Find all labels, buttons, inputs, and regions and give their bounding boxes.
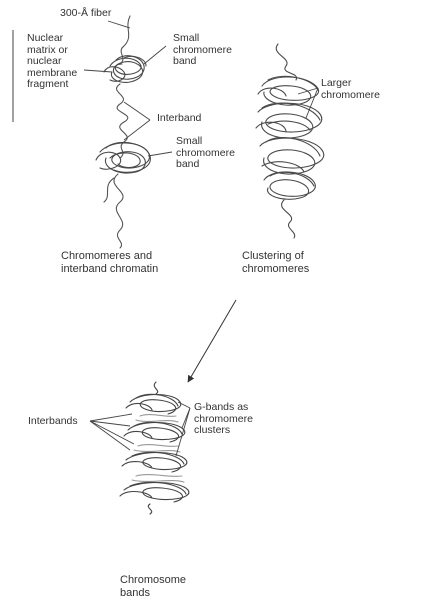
g-band-3 (122, 452, 187, 472)
upper-fiber (276, 44, 296, 80)
interband-1 (136, 415, 178, 422)
caption-chromomeres-interband: Chromomeres and interband chromatin (61, 250, 158, 275)
lower-fiber-right (282, 200, 295, 238)
left-chromosome (96, 16, 150, 248)
bottom-fiber (148, 504, 151, 514)
caption-chromosome-bands: Chromosome bands (120, 574, 186, 599)
label-nuclear-matrix: Nuclear matrix or nuclear membrane fragm… (27, 33, 77, 91)
label-small-chromomere-band-bottom: Small chromomere band (176, 136, 235, 171)
label-interbands: Interbands (28, 416, 78, 428)
cluster-upper (262, 77, 319, 105)
chromomere-band-top (104, 56, 146, 83)
label-g-bands: G-bands as chromomere clusters (194, 402, 253, 437)
g-band-4 (120, 482, 189, 502)
lower-fiber (114, 174, 123, 248)
interband-3 (132, 475, 184, 482)
cluster-middle (258, 103, 322, 138)
label-small-chromomere-band-top: Small chromomere band (173, 33, 232, 68)
chromomere-band-bottom (96, 142, 150, 173)
caption-clustering: Clustering of chromomeres (242, 250, 309, 275)
label-300a-fiber: 300-Å fiber (60, 8, 111, 20)
interband-2 (134, 445, 180, 452)
cluster-lower (260, 138, 324, 174)
g-band-2 (124, 422, 185, 442)
label-interband: Interband (157, 113, 201, 125)
clustering-arrow (188, 300, 236, 382)
interband-fiber (117, 84, 128, 158)
g-band-1 (126, 394, 181, 414)
label-larger-chromomere: Larger chromomere (321, 78, 380, 101)
lower-fiber-branch (104, 178, 114, 202)
right-chromosome (256, 44, 324, 238)
cluster-bottom (264, 172, 315, 199)
top-fiber (154, 382, 157, 394)
